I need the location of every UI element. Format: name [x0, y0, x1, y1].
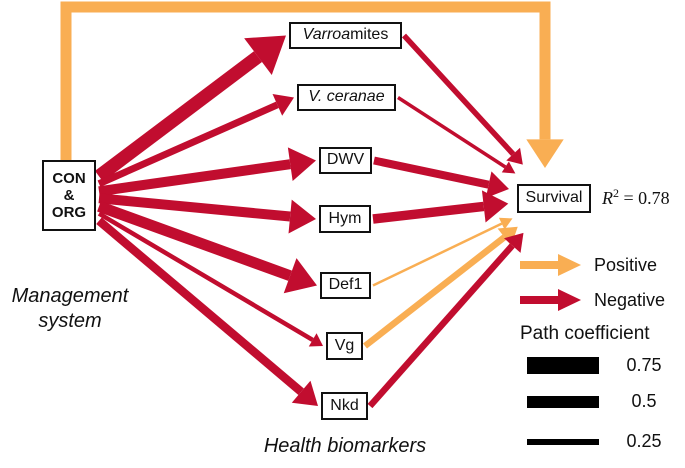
varroa-italic-text: Varroa — [302, 26, 351, 44]
scale-row-075: 0.75 — [520, 355, 685, 391]
management-label-line1: Management — [11, 285, 129, 307]
scale-bar-025 — [527, 438, 599, 445]
edge-def1-to-survival — [372, 217, 513, 287]
varroa-regular-text: mites — [350, 26, 389, 44]
path-coefficient-title: Path coefficient — [520, 323, 650, 344]
edge-nkd-to-survival — [367, 232, 524, 409]
edge-con_org-to-hym — [98, 193, 316, 234]
v-ceranae-label: V. ceranae — [308, 88, 385, 106]
legend-positive-label: Positive — [594, 254, 658, 275]
edge-con_org-to-varroa — [94, 35, 286, 182]
scale-bar-050 — [527, 395, 599, 408]
negative-arrow-icon — [520, 289, 581, 311]
r-squared-value: = 0.78 — [619, 188, 670, 208]
edge-con_org-to-def1 — [97, 201, 317, 294]
scale-bar-075 — [527, 357, 599, 374]
node-def1: Def1 — [320, 272, 371, 299]
node-nkd: Nkd — [321, 392, 368, 420]
legend-positive-row: Positive — [520, 253, 685, 277]
survival-label: Survival — [525, 189, 583, 207]
edge-v_ceranae-to-survival — [397, 96, 516, 174]
node-con-org: CON & ORG — [42, 160, 96, 231]
edge-varroa-to-survival — [401, 33, 523, 165]
r-exponent: 2 — [613, 186, 619, 200]
legend-negative-row: Negative — [520, 288, 685, 312]
node-dwv: DWV — [319, 147, 372, 174]
node-v-ceranae: V. ceranae — [297, 84, 396, 111]
node-con-org-line1: CON — [52, 170, 86, 187]
dwv-label: DWV — [326, 151, 365, 169]
positive-arrow-icon — [520, 254, 581, 276]
vg-label: Vg — [334, 336, 355, 354]
edge-con_org-to-nkd — [96, 217, 318, 406]
node-con-org-line3: ORG — [51, 204, 87, 221]
nkd-label: Nkd — [330, 396, 359, 414]
node-survival: Survival — [517, 184, 591, 213]
def1-label: Def1 — [328, 276, 363, 294]
scale-row-050: 0.5 — [520, 391, 685, 431]
management-label-line2: system — [38, 310, 102, 332]
r-squared-label: R2 = 0.78 — [602, 186, 670, 209]
r-symbol: R — [602, 188, 613, 208]
edge-con_org-to-vg — [97, 211, 323, 347]
edge-dwv-to-survival — [373, 156, 509, 199]
edge-con_org-to-dwv — [98, 147, 316, 197]
node-varroa-mites: Varroa mites — [289, 22, 402, 49]
edge-con_org-to-v_ceranae — [97, 93, 294, 187]
scale-value-025: 0.25 — [626, 431, 662, 451]
node-vg: Vg — [326, 332, 363, 360]
scale-value-075: 0.75 — [626, 355, 662, 375]
health-biomarkers-label: Health biomarkers — [263, 435, 427, 457]
scale-value-050: 0.5 — [631, 391, 657, 411]
legend-negative-label: Negative — [594, 289, 666, 310]
scale-row-025: 0.25 — [520, 431, 685, 452]
management-system-label: Management system — [0, 284, 140, 334]
edge-hym-to-survival — [372, 190, 509, 224]
hym-label: Hym — [328, 209, 362, 227]
node-con-org-line2: & — [63, 187, 75, 204]
edge-con_org-to-survival — [60, 1, 564, 168]
node-hym: Hym — [319, 205, 371, 233]
legend: Positive Negative Path coefficient 0.75 … — [520, 253, 685, 452]
